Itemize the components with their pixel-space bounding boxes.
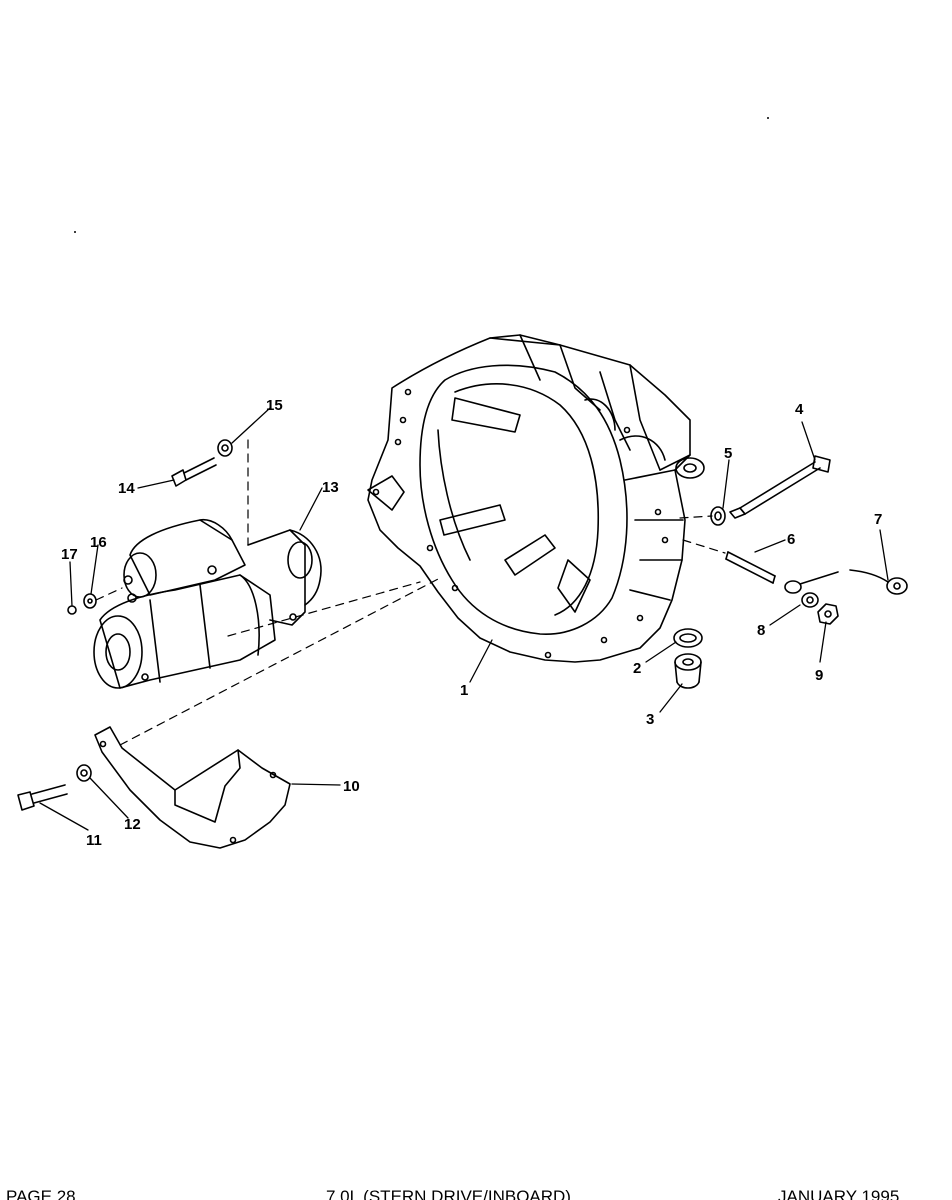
callout-12: 12 xyxy=(124,816,141,833)
callout-17: 17 xyxy=(61,546,78,563)
assembly-lines xyxy=(95,439,726,746)
starter-washer xyxy=(217,439,233,457)
callout-13: 13 xyxy=(322,479,339,496)
callout-5: 5 xyxy=(724,445,732,462)
callout-9: 9 xyxy=(815,667,823,684)
footer-model: 7.0L (STERN DRIVE/INBOARD) xyxy=(326,1187,571,1200)
stud xyxy=(725,551,776,584)
starter-motor xyxy=(93,518,322,689)
scan-specks xyxy=(74,117,769,233)
callout-2: 2 xyxy=(633,660,641,677)
leader-lines xyxy=(39,407,889,831)
ground-cable xyxy=(784,569,908,595)
callout-16: 16 xyxy=(90,534,107,551)
callout-10: 10 xyxy=(343,778,360,795)
callout-4: 4 xyxy=(795,401,804,418)
callout-3: 3 xyxy=(646,711,654,728)
callout-15: 15 xyxy=(266,397,283,414)
shield-washer xyxy=(76,764,92,782)
hex-nut xyxy=(817,603,839,625)
footer-date: JANUARY 1995 xyxy=(778,1187,900,1200)
callout-11: 11 xyxy=(86,832,102,849)
flywheel-housing xyxy=(367,334,705,663)
callout-1: 1 xyxy=(460,682,468,699)
starter-shield-bracket xyxy=(94,726,291,849)
callout-8: 8 xyxy=(757,622,765,639)
washer xyxy=(710,506,726,526)
callout-14: 14 xyxy=(118,480,135,497)
page-footer: PAGE 28 7.0L (STERN DRIVE/INBOARD) JANUA… xyxy=(0,1186,952,1200)
starter-bolt-short xyxy=(171,457,217,487)
seal-ring xyxy=(673,628,703,648)
shield-bolt xyxy=(17,784,68,811)
dowel-bushing xyxy=(674,653,702,689)
footer-page-number: PAGE 28 xyxy=(6,1187,76,1200)
callout-6: 6 xyxy=(787,531,795,548)
lock-washers xyxy=(801,592,819,608)
callout-7: 7 xyxy=(874,511,882,528)
long-bolt xyxy=(729,455,831,519)
callout-labels: 1 2 3 4 5 6 7 8 9 10 11 12 13 14 15 16 1… xyxy=(61,397,882,849)
